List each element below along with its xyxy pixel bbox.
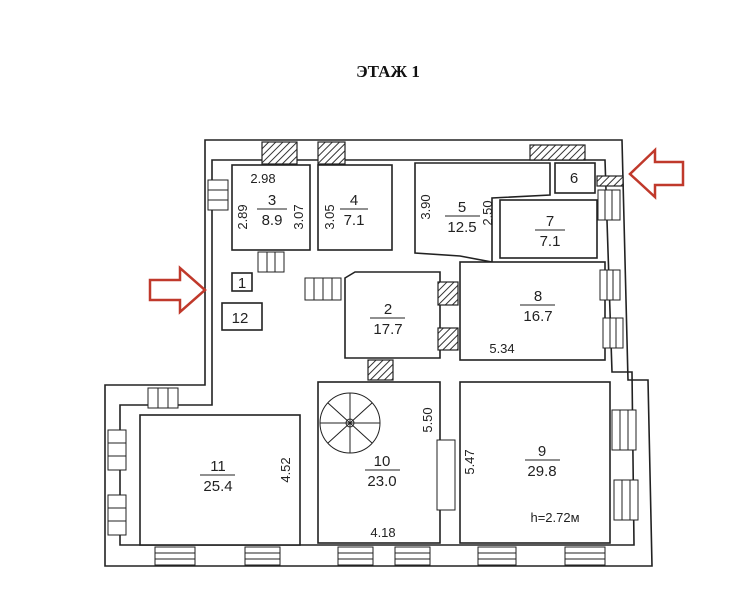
room-5-number: 5 (458, 199, 466, 216)
dim-r10-bottom: 4.18 (370, 525, 395, 540)
room-labels (200, 208, 565, 476)
room-10-area: 23.0 (367, 473, 396, 490)
room-7 (499, 199, 598, 259)
room-9-area: 29.8 (527, 463, 556, 480)
room-1 (231, 272, 253, 292)
floor-title: ЭТАЖ 1 (356, 62, 420, 81)
room-2-area: 17.7 (373, 321, 402, 338)
dim-r3-top: 2.98 (250, 171, 275, 186)
room-8 (459, 261, 606, 361)
dim-r4-left: 3.05 (322, 204, 337, 229)
dim-r7-left: 2.50 (480, 200, 495, 225)
doorway (436, 439, 456, 511)
room-8-area: 16.7 (523, 308, 552, 325)
ceiling-height: h=2.72м (530, 510, 579, 525)
room-7-area: 7.1 (540, 233, 561, 250)
dim-r9-left: 5.47 (462, 449, 477, 474)
room-12-number: 12 (232, 310, 249, 327)
dim-r3-left: 2.89 (235, 204, 250, 229)
room-6 (554, 162, 596, 194)
stairs (257, 251, 342, 301)
room-4 (317, 164, 393, 251)
room-2 (344, 271, 441, 359)
room-4-area: 7.1 (344, 212, 365, 229)
room-8-number: 8 (534, 288, 542, 305)
dim-r3-right: 3.07 (291, 204, 306, 229)
room-11-number: 11 (210, 458, 226, 475)
dim-r5-left: 3.90 (418, 194, 433, 219)
room-3-area: 8.9 (262, 212, 283, 229)
room-4-number: 4 (350, 192, 358, 209)
dim-r11-right: 4.52 (278, 457, 293, 482)
room-2-number: 2 (384, 301, 392, 318)
room-3-number: 3 (268, 192, 276, 209)
room-10-number: 10 (374, 453, 391, 470)
inner-wall (119, 159, 635, 546)
room-1-number: 1 (238, 275, 246, 292)
room-3 (231, 164, 311, 251)
room-5 (414, 162, 551, 263)
room-9 (459, 381, 611, 544)
entrance-arrow-right (628, 147, 685, 200)
room-5-area: 12.5 (447, 219, 476, 236)
room-11-area: 25.4 (203, 478, 232, 495)
entrance-arrow-left (148, 265, 207, 315)
room-6-number: 6 (570, 170, 578, 187)
room-11 (139, 414, 301, 546)
room-12 (221, 302, 263, 331)
outer-wall (104, 139, 653, 567)
dim-r8-bottom: 5.34 (489, 341, 514, 356)
dim-r10-right: 5.50 (420, 407, 435, 432)
room-9-number: 9 (538, 443, 546, 460)
spiral-staircase (319, 392, 381, 454)
room-7-number: 7 (546, 213, 554, 230)
windows (107, 179, 639, 566)
hatched-columns (261, 141, 624, 381)
